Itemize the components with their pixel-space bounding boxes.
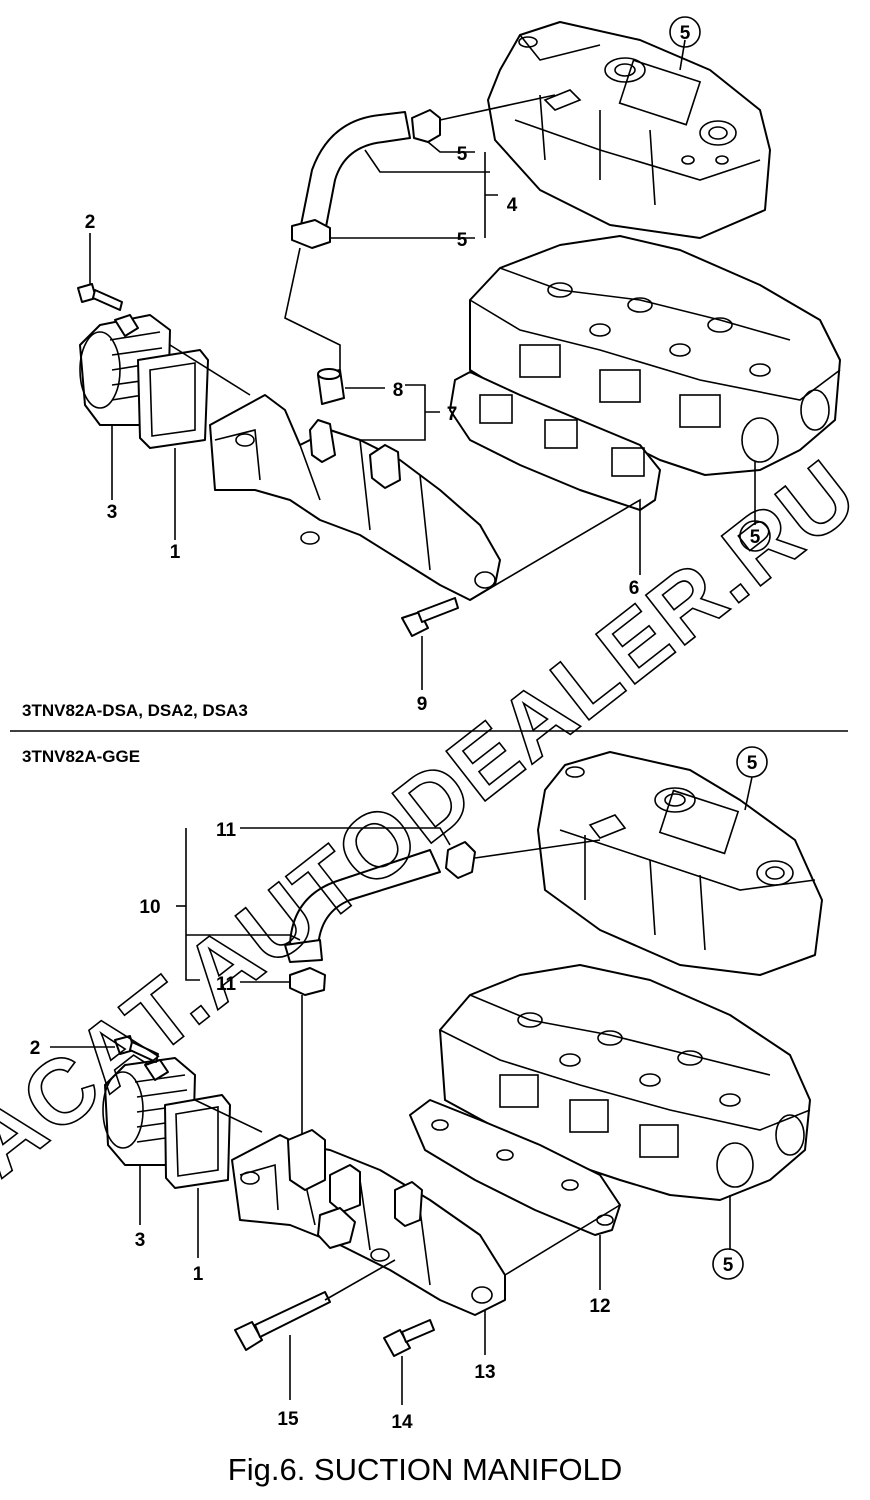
callout-9-top: 9 xyxy=(417,694,428,715)
leaders-top xyxy=(89,39,756,690)
manifold-gasket-bottom xyxy=(409,1099,621,1236)
figure-caption: Fig.6. SUCTION MANIFOLD xyxy=(228,1452,622,1487)
callout-12-bottom: 12 xyxy=(589,1296,610,1317)
callout-4-top: 4 xyxy=(507,195,518,216)
variant-label-bottom: 3TNV82A-GGE xyxy=(22,747,140,766)
callout-5b-top: 5 xyxy=(457,230,468,251)
valve-cover-top xyxy=(487,21,771,239)
callout-3-top: 3 xyxy=(107,502,118,523)
long-bolt-15 xyxy=(234,1291,331,1351)
callout-8-top: 8 xyxy=(393,380,404,401)
valve-cover-bottom xyxy=(537,751,823,976)
variant-label-top: 3TNV82A-DSA, DSA2, DSA3 xyxy=(22,701,248,720)
callout-5-cover-bottom: 5 xyxy=(747,753,758,774)
bolt-2-top xyxy=(77,283,123,311)
callout-3-bottom: 3 xyxy=(135,1230,146,1251)
callout-2-top: 2 xyxy=(85,212,96,233)
callout-5a-top: 5 xyxy=(457,144,468,165)
elbow-gasket-top xyxy=(137,349,209,449)
callout-14-bottom: 14 xyxy=(391,1412,413,1433)
callouts-top: 5 5 4 5 2 8 7 3 1 5 6 9 xyxy=(85,16,771,715)
bolt-2-bottom xyxy=(114,1035,159,1063)
callout-11a-bottom: 11 xyxy=(216,820,237,841)
callout-7-top: 7 xyxy=(447,404,458,425)
callout-6-top: 6 xyxy=(629,578,640,599)
callout-1-top: 1 xyxy=(170,542,181,563)
manifold-gasket-top xyxy=(449,371,661,511)
callout-11b-bottom: 11 xyxy=(216,974,237,995)
bolt-14-bottom xyxy=(383,1319,435,1357)
callout-13-bottom: 13 xyxy=(474,1362,495,1383)
bolt-9-top xyxy=(401,597,459,637)
callout-5-head-bottom: 5 xyxy=(723,1255,734,1276)
callout-1-bottom: 1 xyxy=(193,1264,204,1285)
callouts-bottom: 5 11 10 11 2 3 1 5 12 13 15 14 xyxy=(30,746,768,1433)
callout-2-bottom: 2 xyxy=(30,1038,41,1059)
callout-5-cover-top: 5 xyxy=(680,23,691,44)
elbow-gasket-bottom xyxy=(164,1094,231,1189)
breather-hose-bottom xyxy=(284,841,476,996)
callout-10-bottom: 10 xyxy=(139,897,160,918)
top-section: 5 5 4 5 2 8 7 3 1 5 6 9 3TNV82A-DSA, DSA… xyxy=(22,16,841,720)
leaders-bottom xyxy=(50,776,753,1405)
hose-nipple-top xyxy=(317,368,345,405)
suction-manifold-top xyxy=(209,394,501,601)
callout-15-bottom: 15 xyxy=(277,1409,299,1430)
suction-manifold-bottom xyxy=(231,1129,506,1316)
bottom-section: 3TNV82A-GGE xyxy=(22,746,823,1433)
callout-5-head-top: 5 xyxy=(750,527,761,548)
breather-hose-top xyxy=(291,109,441,249)
